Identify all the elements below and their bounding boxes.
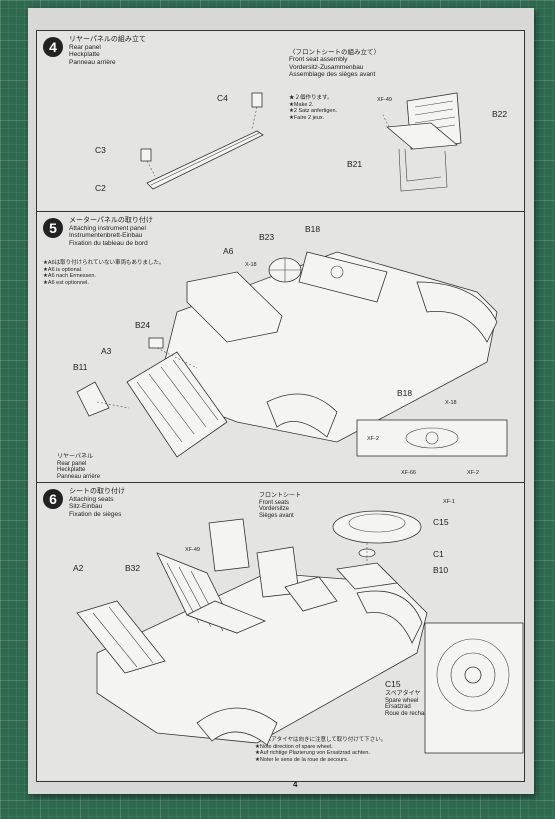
direction-note-jp: ★スペアタイヤは向きに注意して取り付けて下さい。 [255, 737, 387, 743]
spare-wheel-de: Ersatzrad [385, 704, 411, 710]
step-4-title-de: Heckplatte [69, 51, 100, 59]
front-seats-label: フロントシート Front seats Vordersitze Sièges a… [259, 493, 301, 519]
make-two-note: ★２個作ります。 ★Make 2. ★2 Satz anfertigen. ★F… [289, 95, 337, 121]
direction-note-fr: ★Noter le sens de la roue de secours. [255, 756, 349, 763]
part-label-c2: C2 [95, 183, 106, 193]
front-seat-title-fr: Assemblage des sièges avant [289, 71, 376, 79]
rear-panel-fr: Panneau arrière [57, 473, 101, 480]
part-label-a6: A6 [223, 246, 234, 256]
part-label-b10: B10 [433, 565, 449, 575]
part-label-c1: C1 [433, 549, 444, 559]
paint-label-x18: X-18 [245, 262, 257, 268]
step-5-title-de: Instrumentenbrett-Einbau [69, 232, 143, 240]
a6-note-en: ★A6 is optional. [43, 266, 83, 273]
front-seat-assembly-title: 〈フロントシートの組み立て〉 Front seat assembly Vorde… [289, 49, 380, 79]
rear-panel-de: Heckplatte [57, 467, 86, 473]
instruction-sheet: 4 リヤーパネルの組み立て Rear panel Heckplatte Pann… [28, 8, 534, 794]
part-label-c3: C3 [95, 145, 106, 155]
part-label-b22: B22 [492, 109, 508, 119]
seats-drawing [76, 510, 524, 754]
step-6-panel: 6 シートの取り付け Attaching seats Sitz-Einbau F… [36, 482, 525, 782]
part-label-a3: A3 [101, 346, 112, 356]
direction-note-de: ★Auf richtige Plazierung von Ersatzrad a… [255, 750, 370, 756]
step-6-number: 6 [43, 489, 63, 509]
step-6-title-de: Sitz-Einbau [69, 503, 103, 511]
step-5-title: メーターパネルの取り付け Attaching instrument panel … [69, 217, 153, 247]
front-seat-title-de: Vordersitz-Zusammenbau [289, 63, 364, 71]
inset-label-b18: B18 [397, 388, 413, 398]
paint-label-xf1: XF-1 [443, 499, 455, 505]
a6-note-jp: ★A6は取り付けられていない車両もありました。 [43, 260, 165, 266]
spare-wheel-jp: スペアタイヤ [385, 691, 421, 697]
rear-panel-label: リヤーパネル Rear panel Heckplatte Panneau arr… [57, 454, 100, 480]
rear-panel-drawing [140, 92, 462, 192]
rear-panel-jp: リヤーパネル [57, 454, 93, 460]
page-number: 4 [293, 780, 298, 789]
part-label-c15: C15 [433, 517, 449, 527]
spare-wheel-label: スペアタイヤ Spare wheel Ersatzrad Roue de rec… [385, 691, 434, 717]
spare-wheel-fr: Roue de rechange [385, 710, 435, 717]
inset-paint-xf2-b: XF-2 [467, 470, 479, 476]
part-label-b23: B23 [259, 232, 275, 242]
step-4-number: 4 [43, 37, 63, 57]
step-6-title: シートの取り付け Attaching seats Sitz-Einbau Fix… [69, 488, 125, 518]
step-6-title-fr: Fixation de sièges [69, 510, 122, 518]
front-seats-de: Vordersitze [259, 506, 290, 512]
make-note-de: ★2 Satz anfertigen. [289, 108, 338, 114]
direction-note-en: ★Note direction of spare wheel. [255, 743, 333, 750]
front-seats-fr: Sièges avant [259, 512, 294, 519]
step-4-title-fr: Panneau arrière [69, 58, 116, 66]
spare-wheel-direction-note: ★スペアタイヤは向きに注意して取り付けて下さい。 ★Note direction… [255, 737, 386, 763]
a6-note-de: ★A6 nach Ermessen. [43, 273, 96, 279]
part-label-b11: B11 [73, 362, 88, 372]
step-5-panel: 5 メーターパネルの取り付け Attaching instrument pane… [36, 211, 525, 488]
make-note-fr: ★Faire 2 jeux. [289, 114, 325, 121]
front-seat-title-en: Front seat assembly [289, 56, 348, 64]
inset-paint-xf2: XF-2 [367, 436, 379, 442]
a6-note-fr: ★A6 est optionnel. [43, 279, 89, 286]
make-note-jp: ★２個作ります。 [289, 95, 333, 101]
spare-wheel-en: Spare wheel [385, 697, 419, 704]
rear-panel-en: Rear panel [57, 460, 87, 467]
front-seats-en: Front seats [259, 499, 290, 506]
part-label-a2: A2 [73, 563, 84, 573]
inset-paint-xf66: XF-66 [401, 470, 416, 476]
part-label-b24: B24 [135, 320, 151, 330]
instrument-panel-drawing [76, 251, 508, 458]
make-note-en: ★Make 2. [289, 101, 314, 108]
step-4-title-jp: リヤーパネルの組み立て [69, 36, 146, 43]
step-5-title-jp: メーターパネルの取り付け [69, 217, 153, 224]
a6-optional-note: ★A6は取り付けられていない車両もありました。 ★A6 is optional.… [43, 260, 165, 286]
paint-label-xf49: XF-49 [377, 97, 392, 103]
step-4-title-en: Rear panel [69, 43, 101, 51]
front-seats-jp: フロントシート [259, 493, 302, 499]
part-label-b21: B21 [347, 159, 363, 169]
step-5-title-fr: Fixation du tableau de bord [69, 239, 148, 247]
step-6-title-en: Attaching seats [69, 495, 114, 503]
step-4-panel: 4 リヤーパネルの組み立て Rear panel Heckplatte Pann… [36, 30, 525, 218]
inset-paint-x18: X-18 [445, 400, 457, 406]
front-seat-title-jp: 〈フロントシートの組み立て〉 [289, 49, 380, 56]
inset-label-c15: C15 [385, 679, 401, 689]
part-label-b32: B32 [125, 563, 141, 573]
step-5-number: 5 [43, 218, 63, 238]
part-label-c4: C4 [217, 93, 228, 103]
step-4-title: リヤーパネルの組み立て Rear panel Heckplatte Pannea… [69, 36, 146, 66]
step-6-title-jp: シートの取り付け [69, 488, 125, 495]
part-label-b18: B18 [305, 224, 321, 234]
paint-label-xf49-b: XF-49 [185, 547, 200, 553]
step-5-title-en: Attaching instrument panel [69, 224, 146, 232]
